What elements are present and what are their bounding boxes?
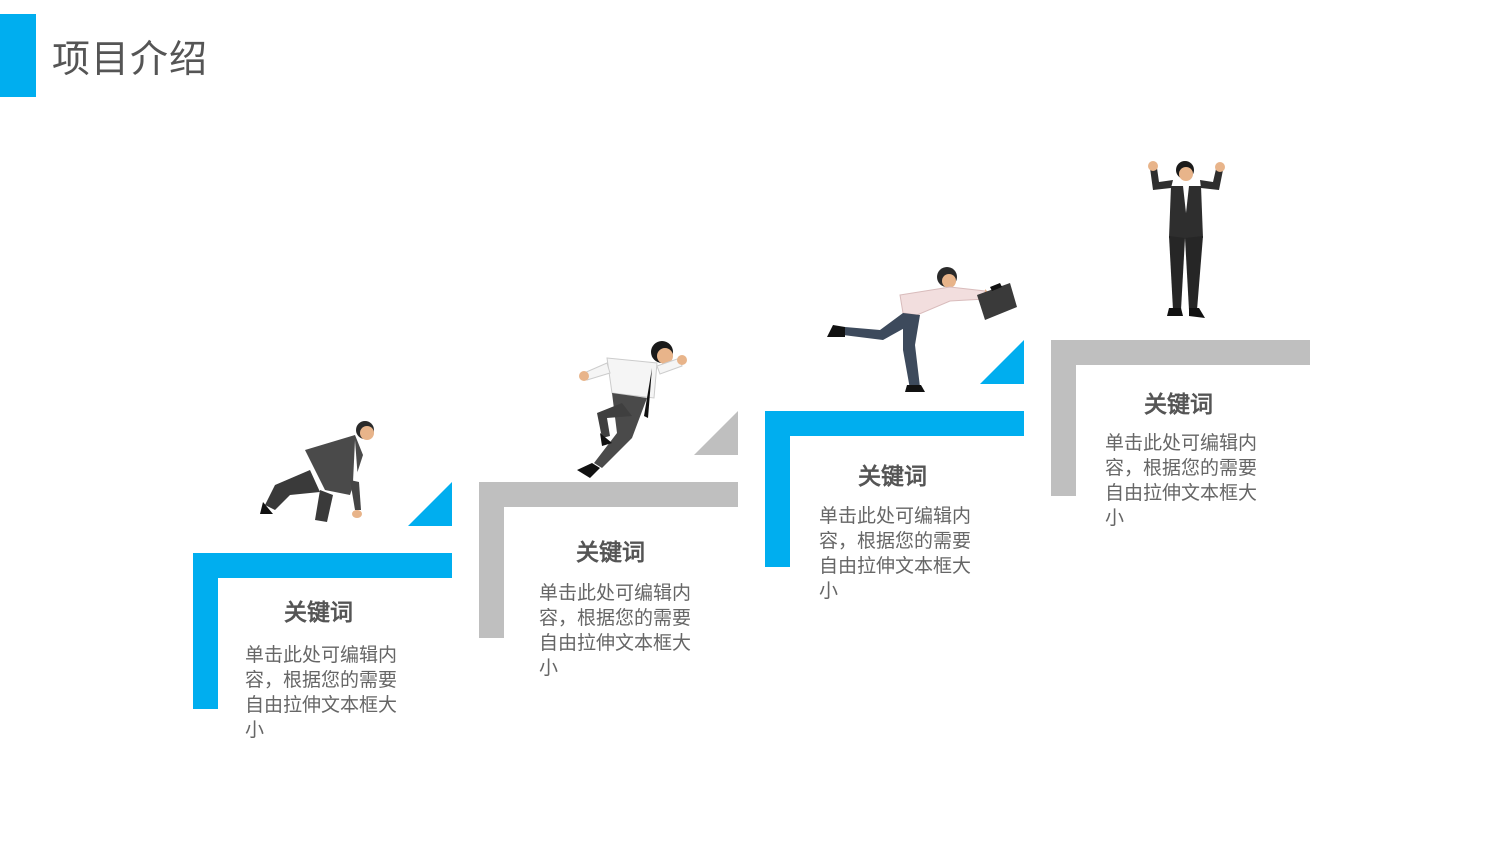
step-4-keyword: 关键词 xyxy=(1144,392,1213,418)
step-1-bracket-side xyxy=(193,553,218,709)
step-1-bracket-top xyxy=(193,553,452,578)
running-businessman-icon xyxy=(577,341,687,478)
crouching-businessman-icon xyxy=(260,421,374,522)
victorious-businessman-icon xyxy=(1148,161,1225,318)
step-4-bracket-top xyxy=(1051,340,1310,365)
step-1-description: 单击此处可编辑内容，根据您的需要自由拉伸文本框大小 xyxy=(245,644,398,741)
step-2-keyword: 关键词 xyxy=(576,540,645,566)
step-4-bracket-side xyxy=(1051,340,1076,496)
step-2-bracket-top xyxy=(479,482,738,507)
step-3-corner-triangle xyxy=(980,340,1024,384)
step-2-description: 单击此处可编辑内容，根据您的需要自由拉伸文本框大小 xyxy=(539,582,692,679)
step-4-description: 单击此处可编辑内容，根据您的需要自由拉伸文本框大小 xyxy=(1105,432,1258,529)
step-1-keyword: 关键词 xyxy=(284,600,353,626)
page-title: 项目介绍 xyxy=(52,37,209,81)
step-3-description: 单击此处可编辑内容，根据您的需要自由拉伸文本框大小 xyxy=(819,505,972,602)
step-2-bracket-side xyxy=(479,482,504,638)
lunging-businessman-with-briefcase-icon xyxy=(827,267,1017,392)
step-3-bracket-side xyxy=(765,411,790,567)
step-1-corner-triangle xyxy=(408,482,452,526)
step-3-keyword: 关键词 xyxy=(858,464,927,490)
step-3-bracket-top xyxy=(765,411,1024,436)
step-2-corner-triangle xyxy=(694,411,738,455)
title-accent-bar xyxy=(0,14,36,97)
